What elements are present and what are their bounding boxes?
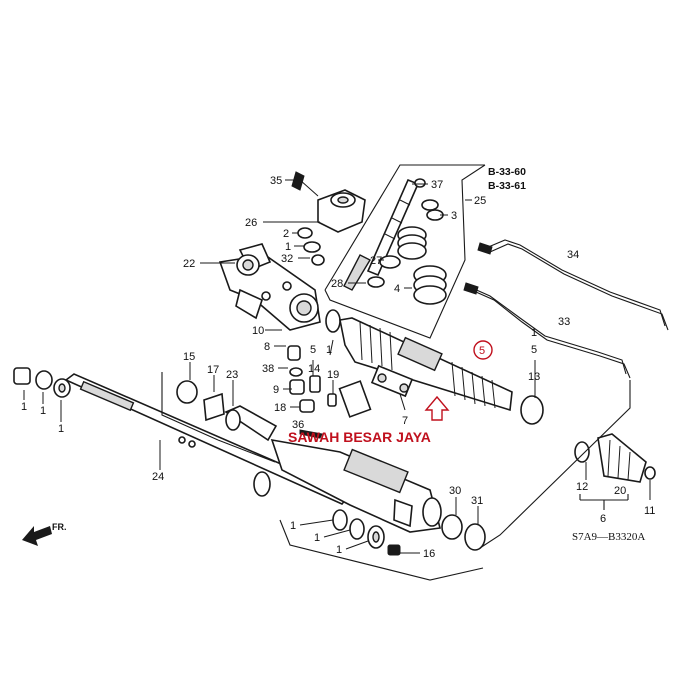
- bushing-17: [203, 392, 225, 422]
- callout-1: 1: [285, 241, 291, 253]
- callout-20: 20: [614, 485, 626, 497]
- callout-1-lower-a: 1: [290, 520, 296, 532]
- callout-1-seal: 1: [58, 423, 64, 435]
- callout-1-boot: 1: [531, 327, 537, 339]
- callout-8: 8: [264, 341, 270, 353]
- pipe-33-fitting: [463, 282, 479, 295]
- bolt-16: [387, 544, 401, 556]
- seal-lower-2: [349, 518, 365, 540]
- seal-30: [441, 514, 463, 540]
- seal-left-center: [58, 383, 66, 393]
- seal-lower-1: [332, 509, 348, 531]
- callout-17: 17: [207, 364, 219, 376]
- diagram-code: S7A9—B3320A: [572, 531, 645, 543]
- callout-2: 2: [283, 228, 289, 240]
- callout-32: 32: [281, 253, 293, 265]
- watermark-text: SAWAH BESAR JAYA: [288, 429, 431, 445]
- seal-1-housing: [325, 309, 341, 333]
- callout-5-boot: 5: [531, 344, 537, 356]
- callout-1-washer: 1: [40, 405, 46, 417]
- callout-13: 13: [528, 371, 540, 383]
- valve-frame-right: [324, 164, 486, 339]
- callout-25: 25: [474, 195, 486, 207]
- callout-31: 31: [471, 495, 483, 507]
- leader-lines: [23, 179, 651, 554]
- callout-1-lower-c: 1: [336, 544, 342, 556]
- callout-10: 10: [252, 325, 264, 337]
- callout-9: 9: [273, 384, 279, 396]
- pipe-34-fitting: [477, 242, 493, 255]
- callout-35: 35: [270, 175, 282, 187]
- seal-32: [311, 254, 325, 266]
- callout-3: 3: [451, 210, 457, 222]
- callout-38: 38: [262, 363, 274, 375]
- frame-left-diag: [217, 439, 276, 463]
- clamp-13: [520, 395, 544, 425]
- frame-left-vert: [161, 372, 219, 441]
- highlight-circle: [473, 340, 493, 360]
- callout-1-lower-b: 1: [314, 532, 320, 544]
- ring-15: [176, 380, 198, 404]
- front-label: FR.: [52, 522, 67, 532]
- washer-left: [35, 370, 53, 390]
- callout-37: 37: [431, 179, 443, 191]
- boot-right: [574, 433, 656, 483]
- callout-4: 4: [394, 283, 400, 295]
- callout-numbers: 35 37 26 2 1 3 25 22 32 27 28 4 34 33 10…: [21, 175, 655, 560]
- callout-6: 6: [600, 513, 606, 525]
- ring-31: [464, 523, 486, 551]
- pipe-33-b: [475, 291, 631, 379]
- callout-1-housing: 1: [326, 344, 332, 356]
- callout-16: 16: [423, 548, 435, 560]
- callout-30: 30: [449, 485, 461, 497]
- valve-seals: [367, 178, 447, 305]
- callout-19: 19: [327, 369, 339, 381]
- callout-15: 15: [183, 351, 195, 363]
- front-arrow-icon: [22, 526, 52, 546]
- callout-11: 11: [644, 505, 655, 517]
- seal-lower-3-core: [372, 531, 380, 543]
- red-up-arrow-icon: [424, 395, 450, 421]
- highlighted-part-number: 5: [479, 345, 485, 357]
- callout-18: 18: [274, 402, 286, 414]
- lower-housing: [270, 438, 442, 533]
- seal-1-top: [303, 241, 321, 253]
- callout-33: 33: [558, 316, 570, 328]
- callout-34: 34: [567, 249, 579, 261]
- callout-28: 28: [331, 278, 343, 290]
- rack-guide-parts: [287, 345, 414, 439]
- callout-12: 12: [576, 481, 588, 493]
- gear-housing: [218, 243, 321, 331]
- pipe-34-a: [485, 239, 666, 327]
- callout-22: 22: [183, 258, 195, 270]
- valve-frame-top: [324, 164, 485, 291]
- callout-26: 26: [245, 217, 257, 229]
- ref-b-33-60: B-33-60: [488, 166, 526, 178]
- valve-body: [291, 171, 366, 233]
- callout-36: 36: [292, 419, 304, 431]
- bushing-left: [13, 367, 31, 385]
- frame-right: [479, 380, 631, 549]
- frame-bottom: [279, 519, 484, 581]
- ref-b-33-61: B-33-61: [488, 180, 526, 192]
- callout-27: 27: [370, 255, 382, 267]
- boot-main: [339, 317, 513, 412]
- callout-1-bushing: 1: [21, 401, 27, 413]
- seal-2: [297, 227, 313, 239]
- cylinder-23: [224, 405, 278, 442]
- callout-7: 7: [402, 415, 408, 427]
- pipe-33-a: [471, 287, 627, 375]
- callout-5: 5: [310, 344, 316, 356]
- pipe-34-b: [489, 243, 669, 331]
- callout-14: 14: [308, 363, 320, 375]
- callout-24: 24: [152, 471, 164, 483]
- callout-23: 23: [226, 369, 238, 381]
